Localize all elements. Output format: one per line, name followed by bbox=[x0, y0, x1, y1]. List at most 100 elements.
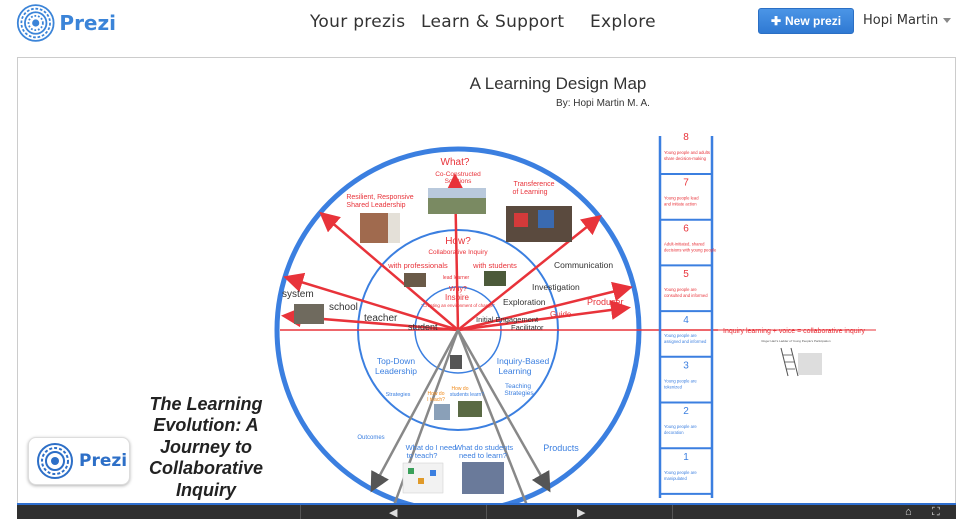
ladder-rung-number: 4 bbox=[683, 315, 689, 326]
label-teaching-strategies-2: Strategies bbox=[504, 390, 534, 397]
ladder-rung-number: 7 bbox=[683, 178, 689, 189]
label-transference-2: of Learning bbox=[512, 189, 547, 196]
book-title: The Learning Evolution: A Journey to Col… bbox=[149, 394, 263, 500]
label-what: What? bbox=[441, 157, 470, 168]
label-inspire: Inspire bbox=[445, 293, 470, 302]
ladder-rung-number: 2 bbox=[683, 406, 689, 417]
fullscreen-icon[interactable]: ⛶ bbox=[932, 506, 940, 518]
label-inquiry-based-2: Learning bbox=[498, 366, 531, 376]
ladder-rung-text: Young people are bbox=[664, 379, 697, 384]
new-prezi-label: New prezi bbox=[785, 14, 842, 28]
ladder-rung-text: decisions with young people bbox=[664, 247, 717, 252]
caret-down-icon bbox=[943, 18, 952, 23]
bar-divider bbox=[672, 505, 673, 519]
label-what-teach-2: to teach? bbox=[407, 451, 438, 460]
label-communication: Communication bbox=[554, 260, 613, 270]
label-strategies: Strategies bbox=[386, 392, 411, 398]
ladder-thumbnail bbox=[780, 347, 822, 377]
label-how-do-i-1: How do bbox=[428, 391, 445, 397]
label-how-do-students-1: How do bbox=[452, 386, 469, 392]
ladder-rung-text: consulted and informed bbox=[664, 293, 708, 298]
photo-sky bbox=[428, 188, 486, 198]
label-initial-2: Facilitator bbox=[511, 323, 544, 332]
label-top-down-1: Top-Down bbox=[377, 356, 416, 366]
learning-design-map: A Learning Design Map By: Hopi Martin M.… bbox=[149, 74, 876, 514]
ladder-thumb-caption: Roger Hart's Ladder of Young People's Pa… bbox=[761, 339, 830, 343]
book-title-line-1: The Learning bbox=[149, 394, 262, 414]
ladder-rung-text: Young people are bbox=[664, 333, 697, 338]
nav-your-prezis[interactable]: Your prezis bbox=[310, 12, 406, 32]
ladder-rung-number: 1 bbox=[683, 452, 689, 463]
photo-school bbox=[294, 304, 324, 324]
player-control-bar: ◀ ▶ ⌂ ⛶ bbox=[17, 503, 956, 519]
home-icon[interactable]: ⌂ bbox=[905, 506, 912, 518]
label-resilient-1: Resilient, Responsive bbox=[346, 194, 413, 201]
nav-learn-support[interactable]: Learn & Support bbox=[421, 12, 565, 32]
user-name: Hopi Martin bbox=[863, 13, 939, 28]
label-guide: Guide bbox=[550, 310, 572, 319]
bar-divider bbox=[486, 505, 487, 519]
prezi-badge-icon bbox=[37, 443, 73, 479]
label-initial-1: Initial Engagement bbox=[476, 315, 539, 324]
map-byline: By: Hopi Martin M. A. bbox=[556, 98, 650, 109]
label-how-do-students-2: students learn? bbox=[450, 392, 484, 398]
prezi-canvas[interactable]: A Learning Design Map By: Hopi Martin M.… bbox=[17, 57, 956, 519]
label-how-do-i-2: I teach? bbox=[427, 397, 445, 403]
label-products: Products bbox=[543, 443, 579, 453]
label-collab-inquiry: Collaborative Inquiry bbox=[428, 249, 488, 256]
label-producer: Producer bbox=[587, 297, 624, 307]
label-lead-learner: lead learner bbox=[443, 275, 470, 281]
label-investigation: Investigation bbox=[532, 282, 580, 292]
ladder-rung-number: 5 bbox=[683, 269, 689, 280]
prezi-badge-text: Prezi bbox=[79, 451, 128, 471]
bar-divider bbox=[300, 505, 301, 519]
logo-text: Prezi bbox=[59, 11, 116, 35]
label-why: Why? bbox=[449, 286, 467, 293]
label-with-professionals: with professionals bbox=[387, 261, 448, 270]
photo-small-3 bbox=[458, 401, 482, 417]
label-top-down-2: Leadership bbox=[375, 366, 417, 376]
label-what-learn-2: need to learn? bbox=[459, 451, 507, 460]
previous-arrow-icon[interactable]: ◀ bbox=[389, 507, 398, 519]
ladder-rung-number: 3 bbox=[683, 361, 689, 372]
ladder-rung-text: Adult-initiated, shared bbox=[664, 241, 705, 246]
nav-explore[interactable]: Explore bbox=[590, 12, 656, 32]
next-arrow-icon[interactable]: ▶ bbox=[577, 507, 586, 519]
new-prezi-button[interactable]: ✚ New prezi bbox=[758, 8, 854, 34]
book-title-line-2: Evolution: A bbox=[153, 415, 258, 435]
label-what-learn-1: What do students bbox=[455, 443, 514, 452]
plus-icon: ✚ bbox=[770, 14, 782, 28]
photo-student bbox=[462, 462, 504, 494]
ladder-rung-text: Young people are bbox=[664, 424, 697, 429]
photo-leadership-window bbox=[388, 213, 400, 243]
label-resilient-2: Shared Leadership bbox=[346, 202, 405, 209]
label-school: school bbox=[329, 302, 358, 313]
ladder-rung-number: 6 bbox=[683, 223, 689, 234]
ladder-rung-text: share decision-making bbox=[664, 156, 707, 161]
label-what-teach-1: What do I need bbox=[406, 443, 457, 452]
label-how: How? bbox=[445, 236, 471, 247]
label-what-sub-2: Solutions bbox=[445, 178, 472, 185]
chart-cell-2 bbox=[418, 478, 424, 484]
ladder-rung-text: Young people lead bbox=[664, 196, 699, 201]
map-title: A Learning Design Map bbox=[470, 74, 647, 93]
chart-cell-3 bbox=[430, 470, 436, 476]
ladder-rung-text: Young people and adults bbox=[664, 150, 710, 155]
ladder-rung-text: Young people are bbox=[664, 287, 697, 292]
photo-figure-1 bbox=[514, 213, 528, 227]
photo-professionals bbox=[404, 273, 426, 287]
label-what-sub-1: Co-Constructed bbox=[435, 171, 481, 178]
prezi-logo-icon bbox=[16, 4, 55, 42]
prezi-watermark-badge[interactable]: Prezi bbox=[28, 437, 130, 485]
photo-students bbox=[484, 271, 506, 286]
photo-small-1 bbox=[450, 355, 462, 369]
label-inquiry-based-1: Inquiry-Based bbox=[497, 356, 550, 366]
book-title-line-5: Inquiry bbox=[176, 480, 237, 500]
prezi-logo[interactable]: Prezi bbox=[16, 0, 116, 46]
label-outcomes: Outcomes bbox=[357, 435, 384, 441]
ladder-thumb-text bbox=[798, 353, 822, 375]
label-with-students: with students bbox=[472, 261, 517, 270]
ladder-rung-number: 8 bbox=[683, 132, 689, 143]
user-menu[interactable]: Hopi Martin bbox=[863, 13, 952, 28]
